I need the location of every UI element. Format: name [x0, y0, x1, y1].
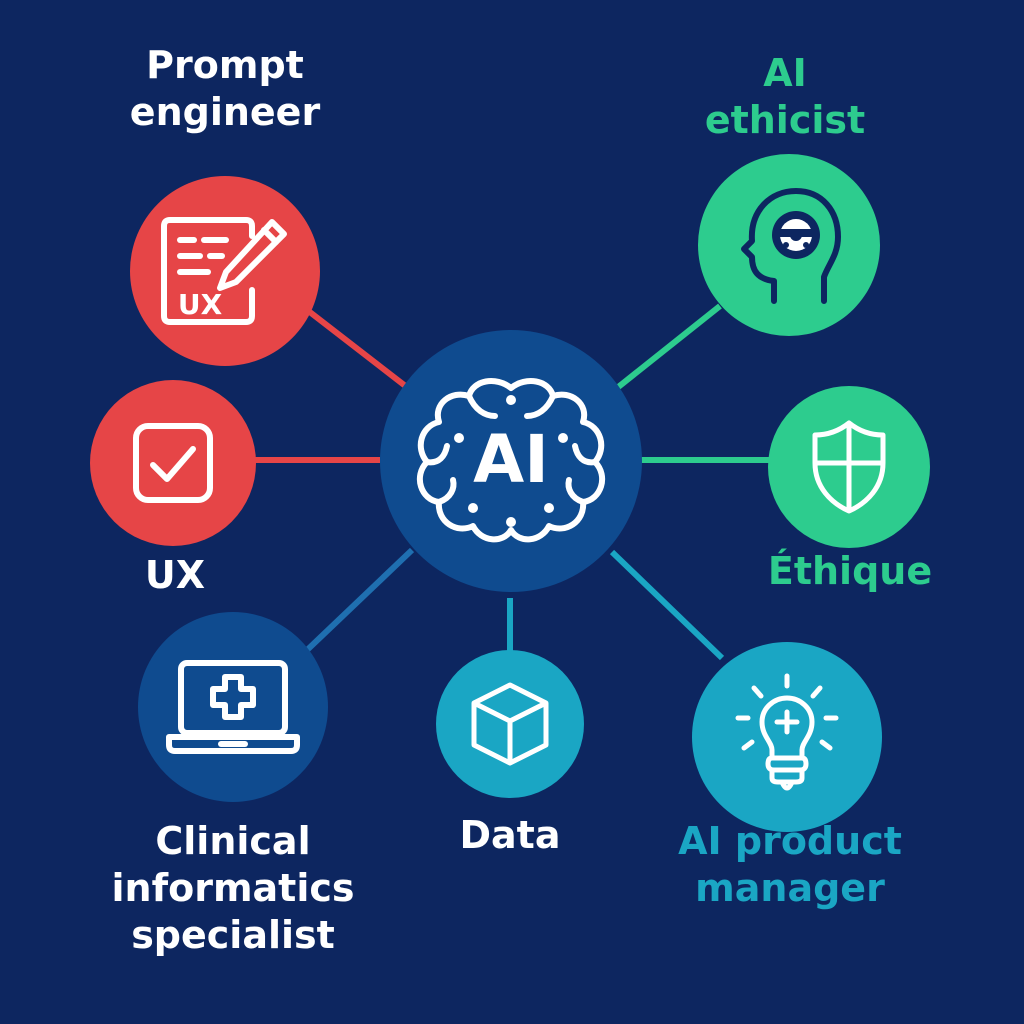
node-ux — [90, 380, 256, 546]
node-clinical-informatics — [138, 612, 328, 802]
label-prompt-engineer: Prompt engineer — [129, 43, 321, 134]
hub-node: AI — [380, 330, 642, 592]
node-ai-product-manager — [692, 642, 882, 832]
label-data: Data — [459, 813, 561, 857]
label-ethique: Éthique — [767, 549, 933, 593]
node-ethique — [768, 386, 930, 548]
hub-text: AI — [473, 421, 549, 498]
brain-icon: AI — [416, 378, 606, 543]
cube-icon — [471, 682, 549, 766]
link-clinical — [302, 547, 415, 655]
label-clinical-informatics: Clinical informatics specialist — [111, 819, 355, 957]
shield-icon — [812, 420, 886, 514]
checkbox-icon — [133, 423, 213, 503]
link-product — [609, 549, 725, 661]
laptop-medical-icon — [166, 660, 300, 754]
node-data — [436, 650, 584, 798]
node-prompt-engineer: UX — [130, 176, 320, 366]
link-prompt — [300, 303, 410, 391]
label-ux: UX — [144, 553, 206, 597]
document-pencil-icon: UX — [161, 217, 287, 325]
label-ai-product-manager: AI product manager — [678, 819, 902, 910]
document-ux-text: UX — [178, 288, 223, 321]
lightbulb-icon — [735, 673, 839, 791]
head-gear-icon — [741, 188, 841, 304]
label-ai-ethicist: AI ethicist — [704, 51, 866, 142]
link-ethicist — [610, 303, 722, 395]
node-ai-ethicist — [698, 154, 880, 336]
